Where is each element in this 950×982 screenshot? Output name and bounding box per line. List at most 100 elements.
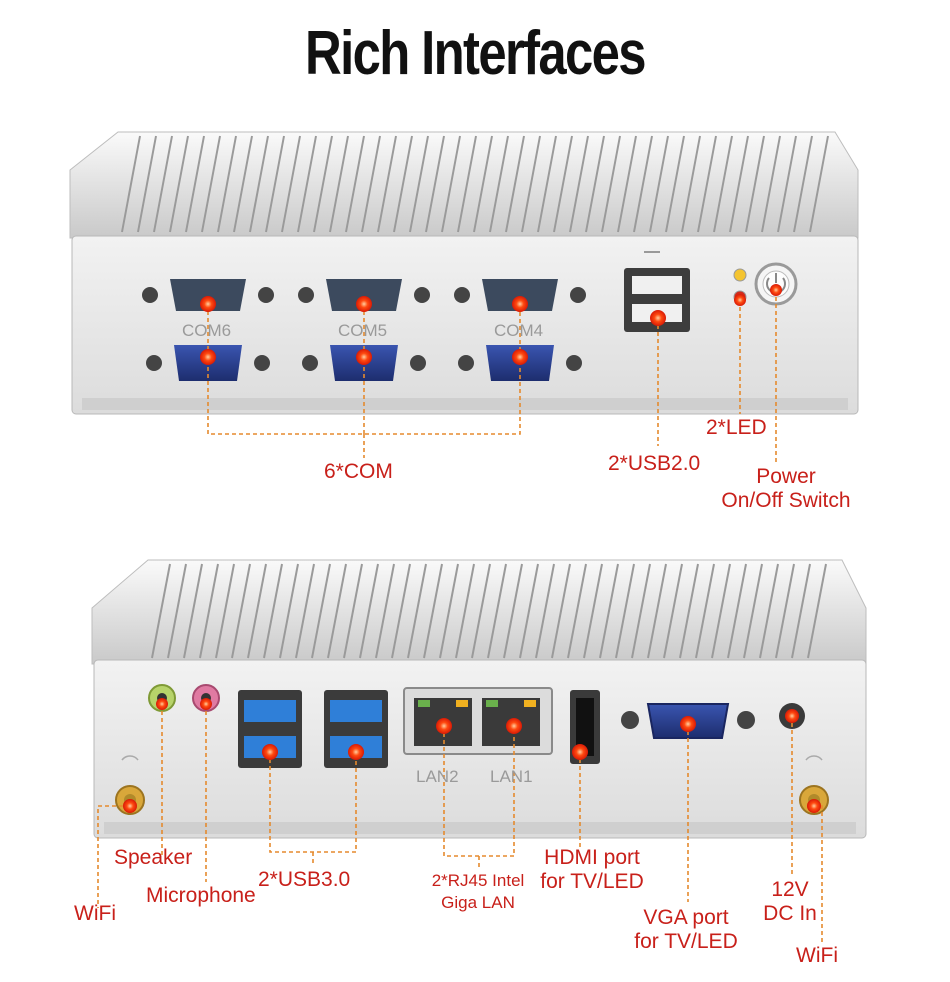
heatsink-fin [569, 135, 589, 233]
heatsink-fin [711, 563, 731, 659]
com6-marking: COM6 [182, 321, 232, 340]
heatsink-fin [681, 135, 701, 233]
back-red-dots [123, 698, 821, 813]
heatsink-fin [727, 563, 747, 659]
front-unit [69, 131, 859, 462]
microphone-label: Microphone [146, 884, 256, 907]
page-title: Rich Interfaces [305, 19, 647, 88]
rj45-label-line1: 2*RJ45 Intel [431, 871, 525, 890]
com5-marking: COM5 [338, 321, 388, 340]
heatsink-fin [759, 563, 779, 659]
dc-label-line1: 12V [771, 878, 809, 901]
heatsink-fin [327, 563, 347, 659]
heatsink-fin [455, 563, 475, 659]
heatsink-fin [567, 563, 587, 659]
heatsink-fin [199, 563, 219, 659]
heatsink-fin [153, 135, 173, 233]
vga-label-line2: for TV/LED [634, 930, 738, 953]
rj45-label: 2*RJ45 Intel Giga LAN [408, 870, 548, 914]
heatsink-fin [375, 563, 395, 659]
power-label-line1: Power [756, 465, 816, 488]
hdmi-label-line2: for TV/LED [540, 870, 644, 893]
heatsink-fin [233, 135, 253, 233]
back-unit [91, 559, 867, 944]
heatsink-fin [377, 135, 397, 233]
heatsink-fin [457, 135, 477, 233]
heatsink-fin [329, 135, 349, 233]
heatsink-fin [745, 135, 765, 233]
power-label-line2: On/Off Switch [721, 489, 851, 512]
heatsink-fin [537, 135, 557, 233]
heatsink-fin [583, 563, 603, 659]
heatsink-fin [807, 563, 827, 659]
heatsink-fin [695, 563, 715, 659]
heatsink-fin [297, 135, 317, 233]
heatsink-fin [743, 563, 763, 659]
heatsink-fin [793, 135, 813, 233]
heatsink-fin [343, 563, 363, 659]
heatsink-fin [729, 135, 749, 233]
heatsink-fin [535, 563, 555, 659]
led-label: 2*LED [706, 416, 767, 439]
heatsink-fin [151, 563, 171, 659]
lan1-marking: LAN1 [490, 767, 533, 786]
heatsink-fin [679, 563, 699, 659]
heatsink-fin [201, 135, 221, 233]
heatsink-fin [553, 135, 573, 233]
heatsink-fin [215, 563, 235, 659]
usb2-ports [624, 251, 690, 332]
hdmi-label: HDMI port for TV/LED [528, 846, 656, 894]
vga-label-line1: VGA port [643, 906, 729, 929]
heatsink-fin [407, 563, 427, 659]
heatsink-fin [809, 135, 829, 233]
heatsink-fin [473, 135, 493, 233]
heatsink-fin [519, 563, 539, 659]
usb2-label: 2*USB2.0 [608, 452, 701, 475]
heatsink-fin [615, 563, 635, 659]
speaker-label: Speaker [114, 846, 193, 869]
heatsink-fin [631, 563, 651, 659]
heatsink-fin [185, 135, 205, 233]
heatsink-fin [121, 135, 141, 233]
power-switch-label: Power On/Off Switch [706, 465, 866, 513]
heatsink-fin [167, 563, 187, 659]
com4-marking: COM4 [494, 321, 544, 340]
com-label: 6*COM [324, 460, 393, 483]
dc-in-label: 12V DC In [752, 878, 828, 926]
heatsink-fin [777, 135, 797, 233]
hdmi-label-line1: HDMI port [544, 846, 640, 869]
heatsink-fin [471, 563, 491, 659]
lan2-marking: LAN2 [416, 767, 459, 786]
usb3-label: 2*USB3.0 [258, 868, 351, 891]
heatsink-fin [761, 135, 781, 233]
heatsink-fin [487, 563, 507, 659]
heatsink-fin [247, 563, 267, 659]
heatsink-fin [279, 563, 299, 659]
heatsink-fin [265, 135, 285, 233]
wifi-right-label: WiFi [796, 944, 838, 967]
heatsink-fin [137, 135, 157, 233]
heatsink-fin [439, 563, 459, 659]
heatsink-fin [361, 135, 381, 233]
heatsink-fin [551, 563, 571, 659]
heatsink-fin [775, 563, 795, 659]
heatsink-fin [697, 135, 717, 233]
heatsink-fin [521, 135, 541, 233]
heatsink-fin [633, 135, 653, 233]
usb3-ports [238, 690, 388, 768]
heatsink-fin [217, 135, 237, 233]
heatsink-fin [183, 563, 203, 659]
heatsink-fin [169, 135, 189, 233]
heatsink-fin [489, 135, 509, 233]
heatsink-fin [713, 135, 733, 233]
heatsink-fin [665, 135, 685, 233]
heatsink-fin [663, 563, 683, 659]
heatsink-fin [391, 563, 411, 659]
heatsink-fin [599, 563, 619, 659]
heatsink-fin [281, 135, 301, 233]
front-red-dots [200, 284, 782, 365]
heatsink-fin [649, 135, 669, 233]
dc-label-line2: DC In [763, 902, 817, 925]
com-port-row-top [142, 279, 586, 311]
